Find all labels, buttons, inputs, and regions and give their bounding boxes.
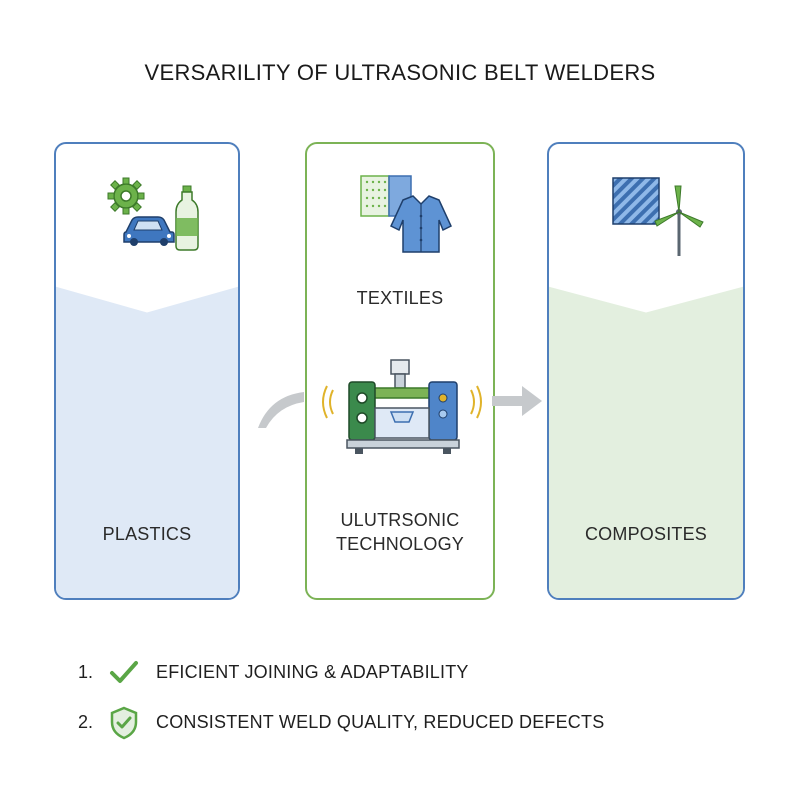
textiles-icon-group: [355, 170, 455, 265]
benefit-number: 2.: [78, 712, 94, 732]
plastics-panel: PLASTICS: [54, 142, 240, 600]
plastics-panel-fill: [56, 286, 238, 598]
gear-icon: [107, 177, 145, 215]
sound-wave-right-icon: [470, 385, 482, 419]
benefit-number: 1.: [78, 662, 94, 682]
plastics-label: PLASTICS: [102, 524, 192, 544]
wind-turbine-icon: [654, 185, 704, 256]
bottle-icon: [175, 185, 199, 251]
ultrasonic-welder-icon: [317, 358, 487, 463]
checkmark-icon: [110, 661, 138, 683]
composites-panel-fill: [549, 286, 743, 598]
composites-label: COMPOSITES: [584, 524, 707, 544]
curved-arrow-in-icon: [258, 392, 304, 428]
carbon-fiber-icon: [612, 177, 660, 225]
composites-panel: COMPOSITES: [547, 142, 745, 600]
plastics-icon-group: [104, 174, 204, 259]
textiles-label: TEXTILES: [356, 288, 444, 308]
jacket-icon: [390, 195, 452, 253]
car-icon: [123, 216, 175, 246]
benefit-text: EFICIENT JOINING & ADAPTABILITY: [156, 662, 469, 682]
arrow-right-icon: [492, 386, 542, 416]
ultrasonic-technology-label: ULUTRSONIC TECHNOLOGY: [307, 508, 493, 556]
benefit-text: CONSISTENT WELD QUALITY, REDUCED DEFECTS: [156, 712, 605, 732]
technology-label-line-1: ULUTRSONIC: [340, 510, 460, 530]
page-title: VERSARILITY OF ULTRASONIC BELT WELDERS: [144, 60, 656, 85]
composites-icon-group: [607, 172, 717, 267]
shield-check-icon: [110, 706, 138, 740]
benefit-item-1: 1. EFICIENT JOINING & ADAPTABILITY: [78, 656, 678, 690]
sound-wave-left-icon: [322, 385, 334, 419]
benefit-item-2: 2. CONSISTENT WELD QUALITY, REDUCED DEFE…: [78, 706, 678, 740]
technology-label-line-2: TECHNOLOGY: [335, 534, 465, 554]
textiles-panel: TEXTILES ULUTR: [305, 142, 495, 600]
